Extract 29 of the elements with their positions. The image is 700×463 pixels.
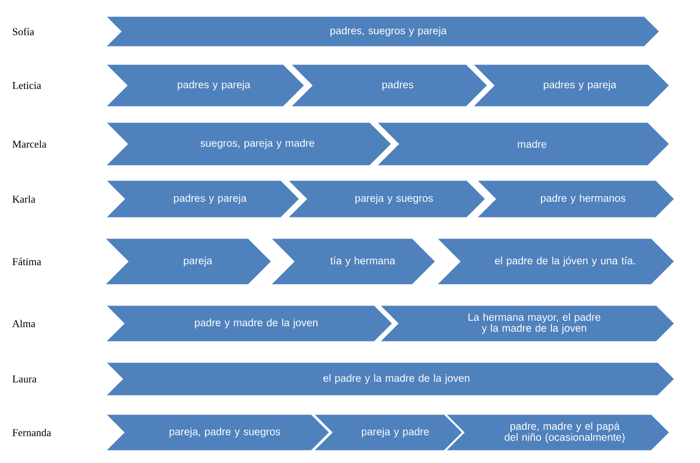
process-step: madre [374,121,672,167]
process-step: pareja y suegros [285,179,488,219]
process-step: pareja y padre [311,413,464,452]
process-step: el padre de la jóven y una tía. [434,237,676,286]
row-label: Laura [12,376,36,382]
process-step: padre, madre y el papá del niño (ocasionalmente) [443,413,672,452]
process-step: padres y pareja [103,179,302,219]
process-step: padres y pareja [470,63,672,108]
row-label: Karla [12,195,36,203]
row-label: Alma [12,320,36,328]
process-step: padres [288,63,490,108]
process-step: padres y pareja [103,63,306,108]
process-step: el padre y la madre de la joven [103,361,676,397]
process-step: padres, suegros y pareja [103,15,662,48]
row-label: Marcela [12,140,46,148]
node-label: padre, madre y el papá del niño (ocasionalmente) [504,422,625,443]
process-step: suegros, pareja y madre [103,121,394,167]
process-step: tía y hermana [268,237,438,286]
process-step: padre y hermanos [474,179,676,219]
node-label: pareja, padre y suegros [170,428,280,438]
process-step: padre y madre de la joven [103,304,394,343]
row-label: Sofía [12,28,34,36]
process-step: pareja, padre y suegros [103,413,332,452]
process-step: La hermana mayor, el padre y la madre de la joven [377,304,676,343]
row-label: Leticia [12,82,42,90]
row-label: Fernanda [12,428,51,436]
process-step: pareja [102,237,274,286]
row-label: Fátima [12,258,42,266]
node-label: pareja y padre [362,428,429,438]
